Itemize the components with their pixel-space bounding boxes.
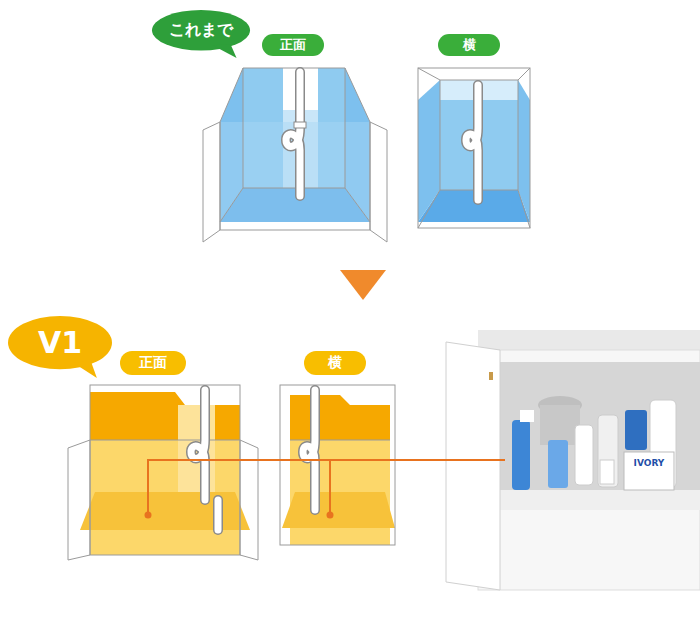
cabinet-side-old-part-part: [418, 190, 440, 228]
leader-dot: [145, 512, 152, 519]
cabinet-side-v1: [280, 385, 395, 545]
cabinet-side-v1-part-part: [290, 440, 390, 441]
cabinet-front-old-part: [203, 68, 387, 242]
tab-text: 横: [463, 36, 476, 54]
cabinet-side-v1-part-part: [280, 385, 395, 545]
cabinet-photo-part: [540, 405, 580, 445]
cabinet-front-old-part-part: [345, 188, 370, 222]
cabinet-side-v1-part: [282, 492, 395, 528]
cabinet-side-v1-part-part: [303, 390, 315, 510]
leader-line-part: [148, 460, 505, 515]
bubble-tail: [73, 361, 97, 378]
cabinet-photo-part: [478, 330, 700, 352]
cabinet-side-old-part-part: [518, 68, 530, 80]
cabinet-side-old-part: [418, 68, 530, 228]
bubble-body: [152, 10, 250, 50]
leader-line: [148, 460, 505, 515]
cabinet-photo-part: [520, 410, 534, 422]
cabinet-front-v1-part: [68, 385, 258, 560]
cabinet-front-v1-part-part: [191, 390, 205, 500]
cabinet-side-old: [418, 68, 530, 228]
down-arrow: [340, 270, 386, 300]
cabinet-front-old-part-part: [370, 122, 387, 242]
product-label: IVORY: [634, 458, 665, 468]
cabinet-front-old-part-part: [243, 68, 345, 188]
cabinet-front-old-part: [286, 72, 306, 196]
cabinet-side-old-part: [518, 80, 530, 222]
cabinet-front-old-part-part: [345, 68, 370, 122]
cabinet-photo-part: [500, 362, 700, 507]
cabinet-front-old-part-part: [203, 122, 220, 242]
leader-dot: [327, 512, 334, 519]
cabinet-photo-part: [600, 460, 614, 484]
tab-pill: 正面: [262, 34, 324, 56]
leader-line-part: [329, 460, 331, 515]
cabinet-photo-part: [624, 452, 674, 490]
speech-bubble: これまで: [152, 10, 250, 54]
cabinet-photo-part: [575, 425, 593, 485]
cabinet-front-v1-part-part: [213, 500, 223, 530]
cabinet-front-v1-part-part: [68, 440, 90, 560]
tab-text: 正面: [139, 354, 167, 372]
tab-text: 横: [328, 354, 342, 372]
cabinet-front-v1-part-part: [90, 385, 240, 555]
cabinet-side-old-part-part: [466, 85, 478, 200]
bubble-tail: [213, 44, 237, 58]
cabinet-photo-part: [512, 420, 530, 490]
cabinet-front-old-part-part: [286, 72, 300, 196]
cabinet-front-old: [203, 68, 387, 242]
cabinet-photo-part: [478, 350, 700, 590]
bubble-body: [8, 316, 112, 369]
cabinet-front-v1-part-part: [240, 440, 258, 560]
cabinet-photo-part: [446, 342, 500, 590]
cabinet-front-v1-part: [80, 492, 250, 530]
cabinet-front-v1: [68, 385, 258, 560]
cabinet-side-v1-part: [303, 390, 315, 510]
cabinet-side-old-part: [418, 80, 440, 222]
bubble-text: これまで: [169, 20, 233, 41]
speech-bubble: V1: [8, 316, 112, 374]
cabinet-front-old-part-part: [286, 72, 300, 196]
cabinet-side-v1-part: [280, 385, 395, 545]
tab-text: 正面: [280, 36, 306, 54]
cabinet-side-old-part-part: [418, 68, 530, 228]
cabinet-front-v1-part-part: [191, 390, 205, 500]
cabinet-side-old-part-part: [466, 85, 478, 200]
cabinet-front-v1-part: [90, 392, 240, 440]
cabinet-front-v1-part-part: [215, 500, 222, 530]
tab-pill: 横: [304, 351, 366, 375]
cabinet-photo-part: [548, 440, 568, 488]
cabinet-photo-part: [500, 490, 700, 510]
cabinet-front-old-part-part: [220, 68, 243, 122]
cabinet-front-old-part-part: [220, 188, 243, 222]
cabinet-front-v1-part-part: [90, 440, 240, 441]
cabinet-front-old-part-part: [294, 122, 306, 128]
cabinet-photo-part: [489, 372, 493, 380]
tab-pill: 正面: [120, 351, 186, 375]
cabinet-side-v1-part: [290, 395, 390, 440]
cabinet-photo-part: [625, 410, 647, 450]
cabinet-side-old-part: [466, 85, 478, 200]
bubble-text: V1: [38, 325, 82, 360]
tab-pill: 横: [438, 34, 500, 56]
cabinet-photo-part: [598, 415, 618, 487]
cabinet-side-v1-part-part: [303, 390, 315, 510]
cabinet-side-old-part-part: [518, 190, 530, 228]
cabinet-side-old-part-part: [418, 68, 440, 80]
